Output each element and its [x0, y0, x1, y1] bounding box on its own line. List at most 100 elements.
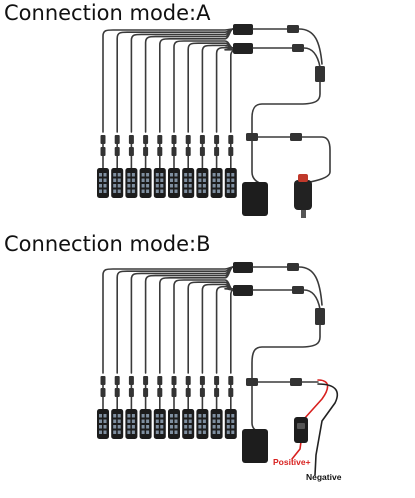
led-chip	[174, 430, 178, 434]
positive-label: Positive+	[273, 457, 311, 467]
led-chip	[99, 425, 102, 429]
led-chip	[131, 178, 135, 182]
led-chip	[231, 425, 235, 429]
rock-light-pod	[224, 409, 237, 439]
rock-light-pod	[210, 409, 223, 439]
led-chip	[198, 430, 202, 434]
led-chip	[170, 430, 173, 434]
led-chip	[231, 173, 235, 177]
led-chip	[146, 189, 150, 193]
pod-connector	[143, 135, 149, 144]
rock-light-pod	[153, 168, 166, 198]
led-chip	[184, 189, 188, 193]
pod-cable	[224, 47, 242, 133]
led-chip	[188, 178, 192, 182]
led-chip	[174, 419, 178, 423]
led-chip	[99, 414, 102, 418]
rock-light-pod	[196, 409, 209, 439]
led-chip	[113, 425, 117, 429]
led-chip	[146, 419, 150, 423]
pod-connector	[114, 376, 120, 385]
led-chip	[174, 178, 178, 182]
pod-connector	[100, 388, 106, 397]
led-chip	[117, 184, 121, 188]
led-chip	[155, 173, 159, 177]
connector-lower	[292, 286, 304, 294]
pod-connector	[228, 388, 234, 397]
led-chip	[131, 173, 135, 177]
rock-light-pod	[97, 168, 109, 198]
pod-connector	[214, 135, 220, 144]
pod-connector	[114, 388, 120, 397]
led-chip	[212, 178, 216, 182]
rock-light-pod	[97, 409, 109, 439]
led-chip	[146, 430, 150, 434]
led-chip	[188, 419, 192, 423]
rock-light-pod	[111, 409, 124, 439]
led-chip	[127, 189, 131, 193]
pod-connector	[214, 388, 220, 397]
connector-controller	[290, 378, 302, 386]
led-chip	[202, 414, 206, 418]
led-chip	[99, 178, 102, 182]
led-chip	[141, 430, 145, 434]
pod-connector	[199, 135, 205, 144]
connection-mode-a-title: Connection mode:A	[4, 1, 211, 25]
led-chip	[217, 430, 221, 434]
connector-controller	[290, 133, 302, 141]
led-chip	[113, 184, 117, 188]
led-chip	[170, 173, 173, 177]
led-chip	[155, 419, 159, 423]
led-chip	[170, 184, 173, 188]
led-chip	[217, 173, 221, 177]
pod-connector	[185, 388, 191, 397]
pod-connector	[143, 147, 149, 156]
led-chip	[113, 178, 117, 182]
pod-cable	[224, 288, 242, 374]
led-chip	[184, 425, 188, 429]
led-chip	[117, 178, 121, 182]
pod-connector	[199, 376, 205, 385]
led-chip	[146, 184, 150, 188]
rock-light-pod	[125, 409, 138, 439]
led-chip	[103, 184, 107, 188]
led-chip	[141, 414, 145, 418]
pod-connector	[100, 147, 106, 156]
led-chip	[212, 189, 216, 193]
pod-connector	[199, 147, 205, 156]
led-chip	[160, 173, 164, 177]
led-chip	[202, 419, 206, 423]
led-chip	[231, 419, 235, 423]
led-chip	[127, 414, 131, 418]
splitter-box-upper	[233, 24, 253, 35]
led-chip	[188, 425, 192, 429]
led-chip	[141, 184, 145, 188]
led-chip	[141, 173, 145, 177]
rock-light-pod	[196, 168, 209, 198]
rock-light-pod	[125, 168, 138, 198]
connector-main	[246, 378, 258, 386]
led-chip	[117, 419, 121, 423]
led-chip	[131, 419, 135, 423]
led-chip	[170, 414, 173, 418]
led-chip	[99, 184, 102, 188]
led-chip	[141, 178, 145, 182]
pod-connector	[143, 376, 149, 385]
led-chip	[103, 173, 107, 177]
led-chip	[103, 425, 107, 429]
led-chip	[99, 189, 102, 193]
pod-connector	[128, 388, 134, 397]
pod-connector	[114, 147, 120, 156]
rock-light-pod	[224, 168, 237, 198]
negative-label: Negative	[306, 472, 342, 482]
led-chip	[103, 178, 107, 182]
led-chip	[160, 178, 164, 182]
led-chip	[198, 178, 202, 182]
pod-cable-bundle	[102, 28, 242, 169]
led-chip	[170, 425, 173, 429]
connector-upper	[287, 25, 299, 33]
led-chip	[174, 414, 178, 418]
negative-wire	[314, 383, 339, 476]
connection-mode-b-title: Connection mode:B	[4, 232, 211, 256]
led-chip	[146, 414, 150, 418]
